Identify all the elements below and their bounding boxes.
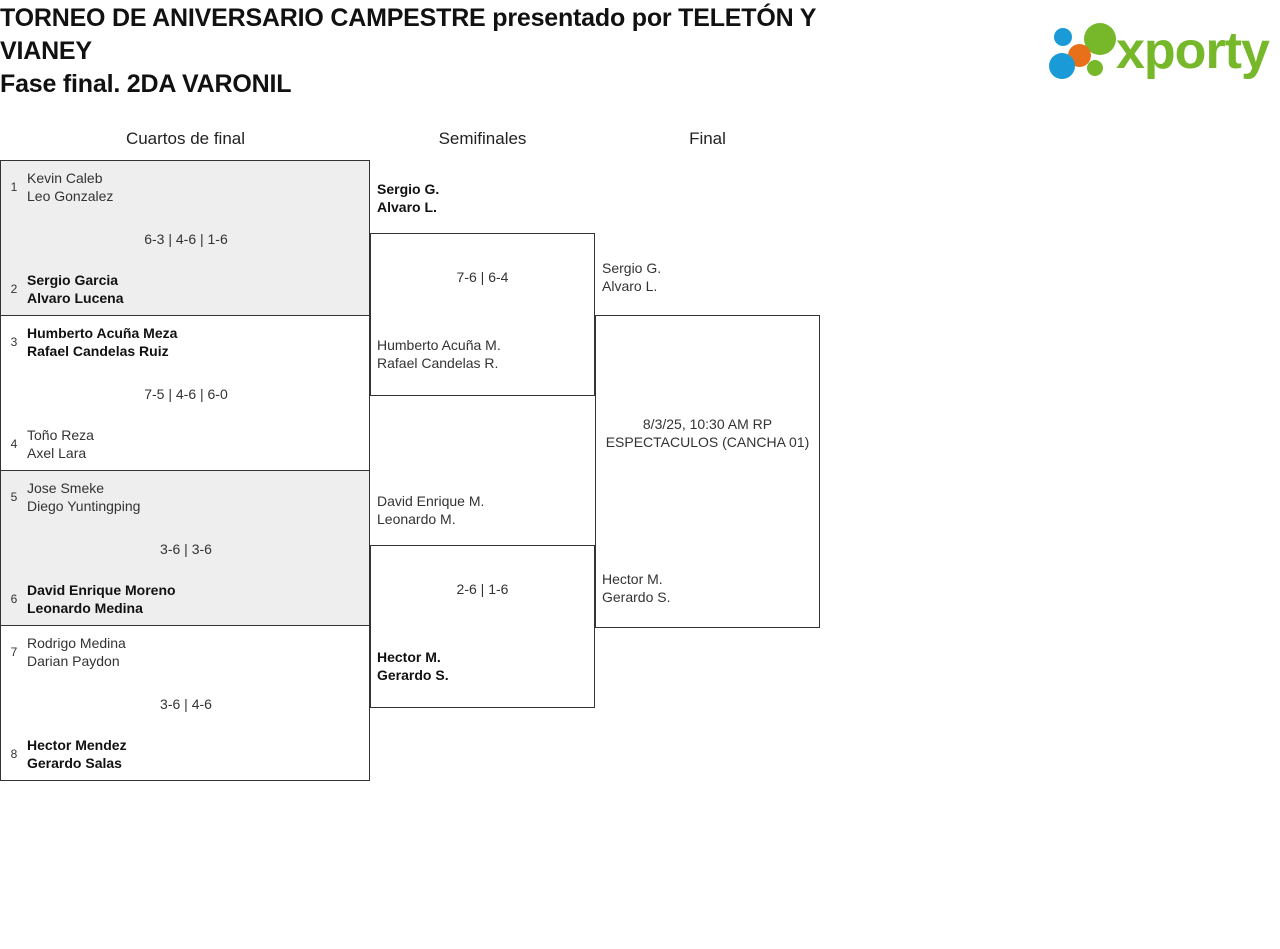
player-name: Diego Yuntingping [27,498,141,514]
sf-1-team-bottom: Humberto Acuña M. Rafael Candelas R. [377,336,501,372]
player-name: Alvaro L. [602,278,658,294]
player-name: Alvaro Lucena [27,290,124,306]
sf-1-score: 7-6 | 6-4 [456,269,509,285]
player-name: Alvaro L. [377,199,437,215]
team-names: Hector Mendez Gerardo Salas [27,736,127,772]
xporty-logo: xporty [1048,20,1276,82]
player-name: Toño Reza [27,427,94,443]
player-name: David Enrique M. [377,493,485,509]
final-schedule: 8/3/25, 10:30 AM RP ESPECTACULOS (CANCHA… [595,415,820,451]
match-entry-top: 1 Kevin Caleb Leo Gonzalez [1,169,371,205]
player-name: Leo Gonzalez [27,188,114,204]
logo-dot-blue-small-icon [1054,28,1072,46]
player-name: Darian Paydon [27,653,120,669]
final-team-bottom: Hector M. Gerardo S. [602,570,670,606]
logo-dots-icon [1048,20,1122,82]
player-name: Rafael Candelas Ruiz [27,343,169,359]
team-names: Rodrigo Medina Darian Paydon [27,634,126,670]
match-entry-bottom: 8 Hector Mendez Gerardo Salas [1,736,371,772]
seed-number: 4 [10,437,18,451]
seed-number: 7 [10,645,18,659]
final-schedule-line-1: 8/3/25, 10:30 AM RP [642,416,773,432]
round-header-semifinals: Semifinales [438,129,527,148]
title-line-3: Fase final. 2DA VARONIL [0,70,292,98]
match-box-sf-1[interactable] [370,233,595,396]
match-box-qf-4[interactable]: 7 Rodrigo Medina Darian Paydon 3-6 | 4-6… [0,625,370,781]
match-score: 6-3 | 4-6 | 1-6 [144,231,228,247]
sf-2-team-top: David Enrique M. Leonardo M. [377,492,484,528]
team-names: Sergio Garcia Alvaro Lucena [27,271,123,307]
match-box-qf-3[interactable]: 5 Jose Smeke Diego Yuntingping 3-6 | 3-6… [0,470,370,626]
match-score: 3-6 | 3-6 [160,541,212,557]
player-name: Humberto Acuña M. [377,337,501,353]
player-name: Sergio G. [377,181,440,197]
player-name: Rodrigo Medina [27,635,126,651]
logo-wordmark: xporty [1116,22,1270,80]
player-name: Sergio G. [602,260,662,276]
page-title: TORNEO DE ANIVERSARIO CAMPESTRE presenta… [0,2,1000,101]
player-name: Gerardo S. [377,667,449,683]
seed-number: 2 [10,282,18,296]
match-box-qf-1[interactable]: 1 Kevin Caleb Leo Gonzalez 6-3 | 4-6 | 1… [0,160,370,316]
player-name: David Enrique Moreno [27,582,176,598]
title-line-2: VIANEY [0,37,92,65]
seed-number: 8 [10,747,18,761]
player-name: Humberto Acuña Meza [27,325,178,341]
player-name: Sergio Garcia [27,272,119,288]
sf-1-team-top: Sergio G. Alvaro L. [377,180,439,216]
player-name: Hector Mendez [27,737,127,753]
seed-number: 5 [10,490,18,504]
logo-dot-blue-large-icon [1049,53,1075,79]
match-entry-bottom: 6 David Enrique Moreno Leonardo Medina [1,581,371,617]
match-entry-top: 3 Humberto Acuña Meza Rafael Candelas Ru… [1,324,371,360]
player-name: Axel Lara [27,445,87,461]
player-name: Gerardo Salas [27,755,122,771]
player-name: Hector M. [377,649,441,665]
player-name: Jose Smeke [27,480,105,496]
final-team-top: Sergio G. Alvaro L. [602,259,661,295]
team-names: Jose Smeke Diego Yuntingping [27,479,140,515]
team-names: David Enrique Moreno Leonardo Medina [27,581,176,617]
seed-number: 3 [10,335,18,349]
player-name: Leonardo Medina [27,600,143,616]
player-name: Rafael Candelas R. [377,355,499,371]
sf-2-score: 2-6 | 1-6 [456,581,509,597]
match-box-final[interactable] [595,315,820,628]
round-header-final: Final [689,129,726,148]
title-line-1: TORNEO DE ANIVERSARIO CAMPESTRE presenta… [0,4,817,32]
match-score: 7-5 | 4-6 | 6-0 [144,386,228,402]
seed-number: 1 [10,180,18,194]
team-names: Kevin Caleb Leo Gonzalez [27,169,113,205]
match-box-qf-2[interactable]: 3 Humberto Acuña Meza Rafael Candelas Ru… [0,315,370,471]
team-names: Toño Reza Axel Lara [27,426,94,462]
player-name: Kevin Caleb [27,170,103,186]
team-names: Humberto Acuña Meza Rafael Candelas Ruiz [27,324,177,360]
final-schedule-line-2: ESPECTACULOS (CANCHA 01) [605,434,810,450]
player-name: Hector M. [602,571,663,587]
match-entry-top: 7 Rodrigo Medina Darian Paydon [1,634,371,670]
match-entry-bottom: 4 Toño Reza Axel Lara [1,426,371,462]
match-score: 3-6 | 4-6 [160,696,212,712]
seed-number: 6 [10,592,18,606]
sf-2-team-bottom: Hector M. Gerardo S. [377,648,449,684]
match-box-sf-2[interactable] [370,545,595,708]
logo-dot-green-small-icon [1087,60,1103,76]
round-header-quarterfinals: Cuartos de final [125,129,246,148]
player-name: Leonardo M. [377,511,456,527]
player-name: Gerardo S. [602,589,671,605]
match-entry-bottom: 2 Sergio Garcia Alvaro Lucena [1,271,371,307]
match-entry-top: 5 Jose Smeke Diego Yuntingping [1,479,371,515]
